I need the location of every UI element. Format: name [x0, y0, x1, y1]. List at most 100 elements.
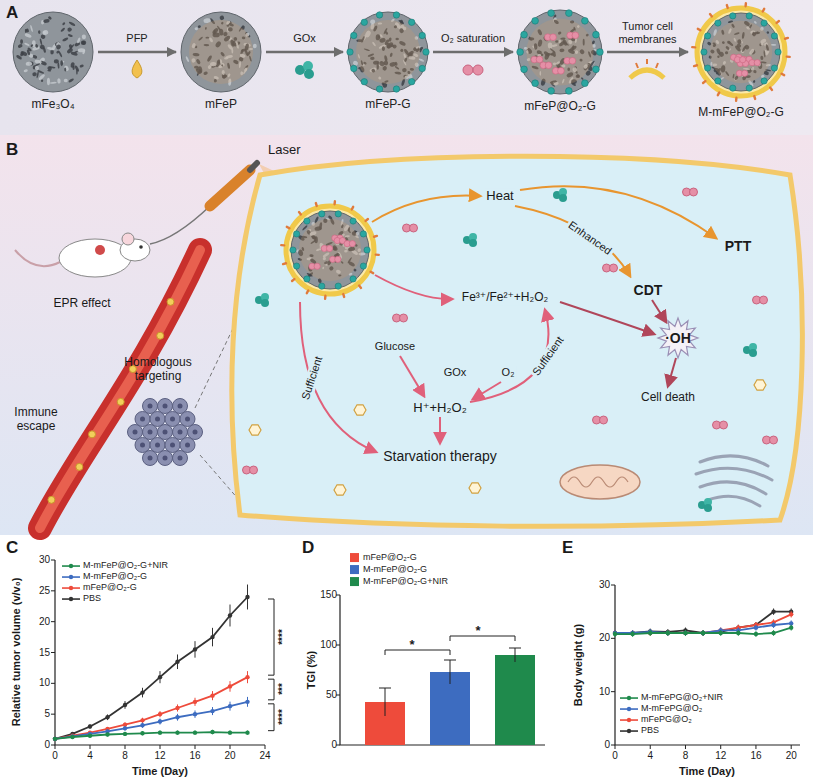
- porous-sphere: [521, 66, 528, 73]
- porous-sphere: [82, 35, 86, 40]
- tumor-mass: [180, 438, 195, 453]
- porous-sphere: [361, 79, 367, 85]
- molecules: [469, 483, 481, 493]
- molecules: [770, 436, 778, 444]
- porous-sphere: [423, 49, 429, 55]
- stage-label: M-mFeP@O₂-G: [690, 2, 792, 119]
- porous-sphere: [23, 69, 28, 73]
- body-weight-curves: [613, 608, 794, 636]
- porous-sphere: [566, 10, 573, 17]
- porous-sphere: [62, 37, 69, 42]
- porous-sphere: [374, 235, 377, 238]
- tick-marks: [51, 652, 55, 653]
- tick-label: 0: [331, 739, 337, 751]
- annotation-label: O₂: [500, 366, 517, 379]
- legend-line-sample: [620, 716, 638, 724]
- tick-label: 24: [259, 750, 270, 762]
- laser-device: [250, 163, 257, 170]
- molecules: [763, 436, 778, 444]
- tick-marks: [611, 745, 615, 746]
- stage-label: mFeP: [178, 10, 264, 111]
- molecules: [698, 498, 712, 512]
- molecules: [713, 421, 728, 429]
- tumor-volume-curves: [193, 730, 197, 734]
- porous-sphere: [24, 42, 30, 46]
- stage-label: mFeP-G: [345, 10, 431, 111]
- tumor-mass: [178, 404, 183, 409]
- porous-sphere: [350, 218, 356, 224]
- porous-sphere: [299, 219, 361, 281]
- porous-sphere: [57, 62, 59, 69]
- tumor-volume-curves: [175, 706, 179, 710]
- tumor-volume-curves: [175, 660, 179, 664]
- tumor-mass: [140, 443, 145, 448]
- tumor-volume-curves: [228, 684, 232, 688]
- porous-sphere: [281, 244, 284, 247]
- tumor-mass: [150, 438, 165, 453]
- radical-burst: [658, 318, 698, 358]
- endoplasmic-reticulum: [696, 456, 772, 506]
- porous-sphere: [419, 32, 425, 38]
- porous-sphere: [319, 283, 325, 289]
- tick-marks: [51, 745, 55, 746]
- porous-sphere: [47, 65, 53, 71]
- tumor-volume-curves: [228, 730, 232, 734]
- body-weight-curves: [613, 611, 794, 636]
- annotation-label: ·OH: [665, 330, 691, 346]
- legend-entry: PBS: [62, 594, 101, 604]
- molecules: [704, 504, 712, 512]
- molecules: [255, 293, 269, 307]
- endoplasmic-reticulum: [700, 482, 766, 494]
- porous-sphere: [20, 39, 23, 44]
- panel-letter: C: [6, 538, 18, 558]
- axis-title: Time (Day): [679, 765, 735, 778]
- body-weight-curves: [701, 631, 705, 635]
- molecules: [249, 425, 261, 435]
- molecules: [749, 349, 757, 357]
- molecules: [559, 194, 567, 202]
- legend-line-sample: [62, 584, 80, 592]
- annotation-label: GOx: [442, 366, 469, 379]
- molecules: [610, 264, 618, 272]
- nanoparticle-stage: mFeP-G: [345, 10, 431, 111]
- tumor-volume-curves: [53, 737, 57, 741]
- porous-sphere: [753, 96, 756, 99]
- tick-marks: [55, 745, 265, 749]
- tumor-mass: [165, 412, 180, 427]
- legend-entry: M-mFeP@O₂-G+NIR: [62, 561, 168, 571]
- porous-sphere: [536, 56, 543, 63]
- legend-text: PBS: [83, 594, 101, 604]
- body-weight-curves: [648, 631, 652, 635]
- body-weight-curves: [666, 631, 670, 635]
- axis-line: [55, 560, 265, 745]
- molecules: [600, 416, 608, 424]
- tumor-volume-curves: [245, 595, 249, 599]
- porous-sphere: [62, 22, 66, 26]
- tumor-mass: [143, 451, 158, 466]
- porous-sphere: [324, 296, 327, 299]
- arrow-label: PFP: [126, 32, 147, 45]
- mouse: [95, 245, 105, 255]
- tumor-cell: [232, 156, 803, 526]
- circulating-particles: [157, 332, 164, 339]
- tumor-volume-curves: [175, 715, 179, 719]
- tumor-mass: [165, 412, 180, 427]
- legend-entry: mFeP@O₂-G: [350, 553, 417, 563]
- porous-sphere: [335, 283, 341, 289]
- molecules: [250, 466, 258, 474]
- tumor-mass: [193, 430, 198, 435]
- porous-sphere: [82, 40, 87, 45]
- tumor-volume-curves: [53, 737, 57, 741]
- body-weight-curves: [701, 631, 705, 635]
- porous-sphere: [347, 12, 429, 92]
- tgi-bars: [365, 648, 535, 745]
- axis-title: Time (Day): [132, 765, 188, 778]
- arrow-label: Tumor cell membranes: [610, 20, 685, 45]
- tumor-mass: [150, 412, 165, 427]
- legend-line-sample: [62, 562, 80, 570]
- mitochondrion: [560, 465, 640, 499]
- annotation-label: CDT: [634, 282, 663, 298]
- tick-marks: [51, 714, 55, 715]
- tick-marks: [55, 745, 56, 749]
- annotation-label: PTT: [725, 238, 751, 254]
